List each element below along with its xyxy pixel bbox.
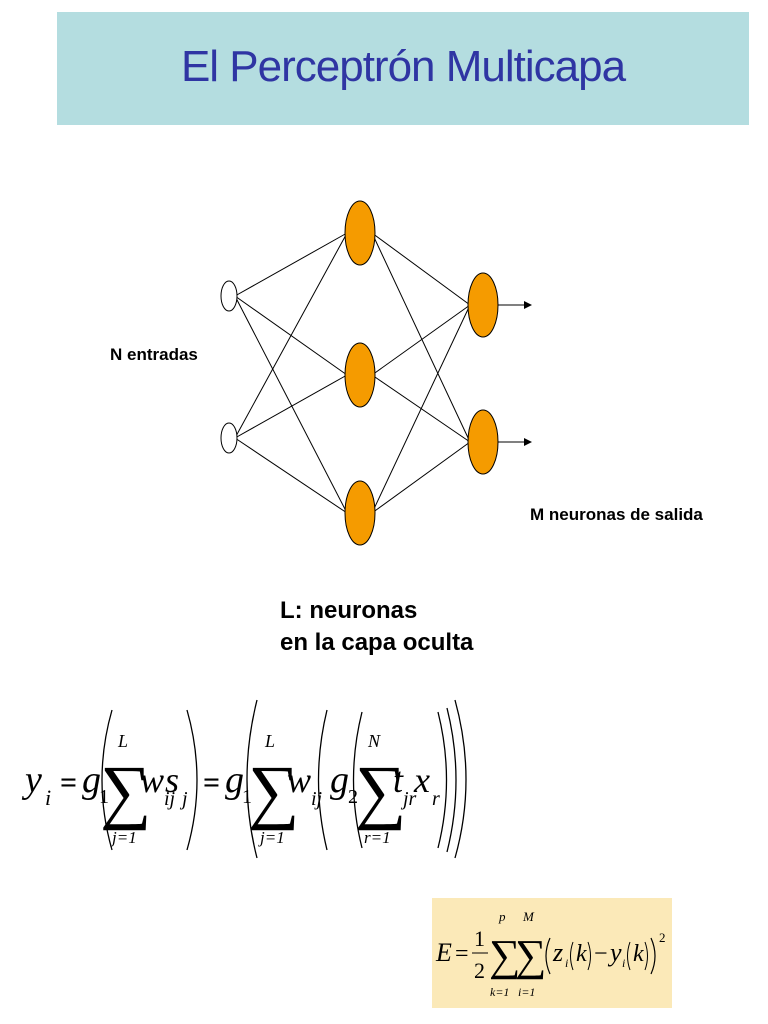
connection — [371, 304, 471, 376]
formula-z: z — [552, 938, 563, 967]
sum2-lower: i=1 — [518, 985, 535, 999]
connection — [371, 232, 471, 443]
label-hidden-line2: en la capa oculta — [280, 629, 474, 656]
formula-y-sub: i — [622, 956, 625, 970]
label-outputs: M neuronas de salida — [530, 505, 703, 524]
paren-close — [650, 937, 656, 975]
paren-close-3 — [446, 707, 457, 853]
connection — [234, 232, 348, 297]
sum-lower: j=1 — [110, 828, 137, 847]
formula-E: E — [435, 938, 452, 967]
paren-close-4 — [437, 711, 448, 849]
label-hidden-layer: L: neuronas en la capa oculta — [280, 595, 473, 659]
formula-x-sub: r — [432, 788, 440, 810]
formula-w-sub: ij — [164, 788, 176, 810]
formula-power: 2 — [659, 930, 666, 945]
sum-upper: L — [117, 731, 128, 751]
paren-k-open — [570, 941, 574, 971]
sum2-symbol: ∑ — [515, 931, 546, 980]
connection — [371, 441, 471, 514]
formula-s: s — [165, 760, 179, 800]
formula-y-sub: i — [45, 785, 51, 810]
output-neuron — [467, 409, 499, 475]
sum2-upper: M — [522, 909, 535, 924]
formula-t-sub: jr — [400, 788, 417, 810]
input-node — [220, 422, 238, 454]
formula-equals-2: = — [203, 766, 220, 799]
formula-x: x — [413, 760, 430, 800]
connection — [234, 295, 348, 514]
connection — [371, 232, 471, 306]
sum1-symbol: ∑ — [489, 931, 520, 980]
sum-symbol-2: ∑ — [248, 751, 299, 831]
paren-k2-close — [644, 941, 648, 971]
formula-z-sub: i — [565, 956, 568, 970]
sum2-lower: r=1 — [364, 828, 391, 847]
output-arrowhead — [524, 301, 532, 309]
connection — [234, 437, 348, 514]
output-arrowhead — [524, 438, 532, 446]
label-inputs: N entradas — [110, 345, 198, 364]
paren-open — [545, 937, 551, 975]
formula-g1b: g — [225, 759, 244, 801]
error-formula-box: E = 1 2 p ∑ k=1 M ∑ i=1 z i k − y i k 2 — [432, 898, 672, 1008]
input-node — [220, 280, 238, 312]
paren-open-4 — [352, 711, 363, 849]
paren-k-close — [587, 941, 591, 971]
paren-close — [186, 709, 198, 851]
connections — [234, 232, 526, 514]
hidden-neuron — [344, 342, 376, 408]
connection — [234, 232, 348, 439]
paren-close-2 — [454, 699, 467, 859]
title-bar: El Perceptrón Multicapa — [57, 12, 749, 125]
paren-open-3 — [317, 709, 328, 851]
formula-w2-sub: ij — [311, 788, 323, 810]
sum-symbol-3: ∑ — [355, 751, 406, 831]
output-neuron — [467, 272, 499, 338]
formula-g2-sub: 2 — [348, 786, 358, 808]
paren-open-2 — [246, 699, 258, 859]
formula-k: k — [576, 941, 587, 967]
output-formula: y i = g 1 L ∑ j=1 w ij s j = g 1 L ∑ j=1… — [21, 699, 467, 859]
hidden-neuron — [344, 480, 376, 546]
error-formula: E = 1 2 p ∑ k=1 M ∑ i=1 z i k − y i k 2 — [435, 909, 666, 999]
paren-open — [101, 709, 113, 851]
sum-lower-2: j=1 — [258, 828, 285, 847]
formula-g1-sub: 1 — [99, 786, 109, 808]
sum-upper-2: L — [264, 731, 275, 751]
formula-s-sub: j — [179, 788, 188, 810]
hidden-neuron — [344, 200, 376, 266]
formula-y: y — [21, 759, 42, 801]
formula-w: w — [140, 760, 164, 800]
connection — [371, 304, 471, 514]
sum1-upper: p — [498, 909, 506, 924]
formula-w2: w — [287, 760, 311, 800]
slide-title: El Perceptrón Multicapa — [180, 42, 626, 91]
formula-equals: = — [60, 766, 77, 799]
connection — [234, 374, 348, 439]
sum1-lower: k=1 — [490, 985, 509, 999]
formula-E-equals: = — [455, 941, 469, 967]
frac-den: 2 — [474, 958, 485, 983]
paren-k2-open — [627, 941, 631, 971]
formula-g2: g — [330, 759, 349, 801]
frac-num: 1 — [474, 926, 485, 951]
formula-y: y — [607, 938, 622, 967]
sum2-upper: N — [367, 731, 381, 751]
label-hidden-line1: L: neuronas — [280, 597, 418, 624]
formula-t: t — [393, 760, 404, 800]
sum-symbol: ∑ — [100, 751, 151, 831]
formula-k2: k — [633, 941, 644, 967]
formula-minus: − — [594, 941, 608, 967]
formula-g1: g — [82, 759, 101, 801]
